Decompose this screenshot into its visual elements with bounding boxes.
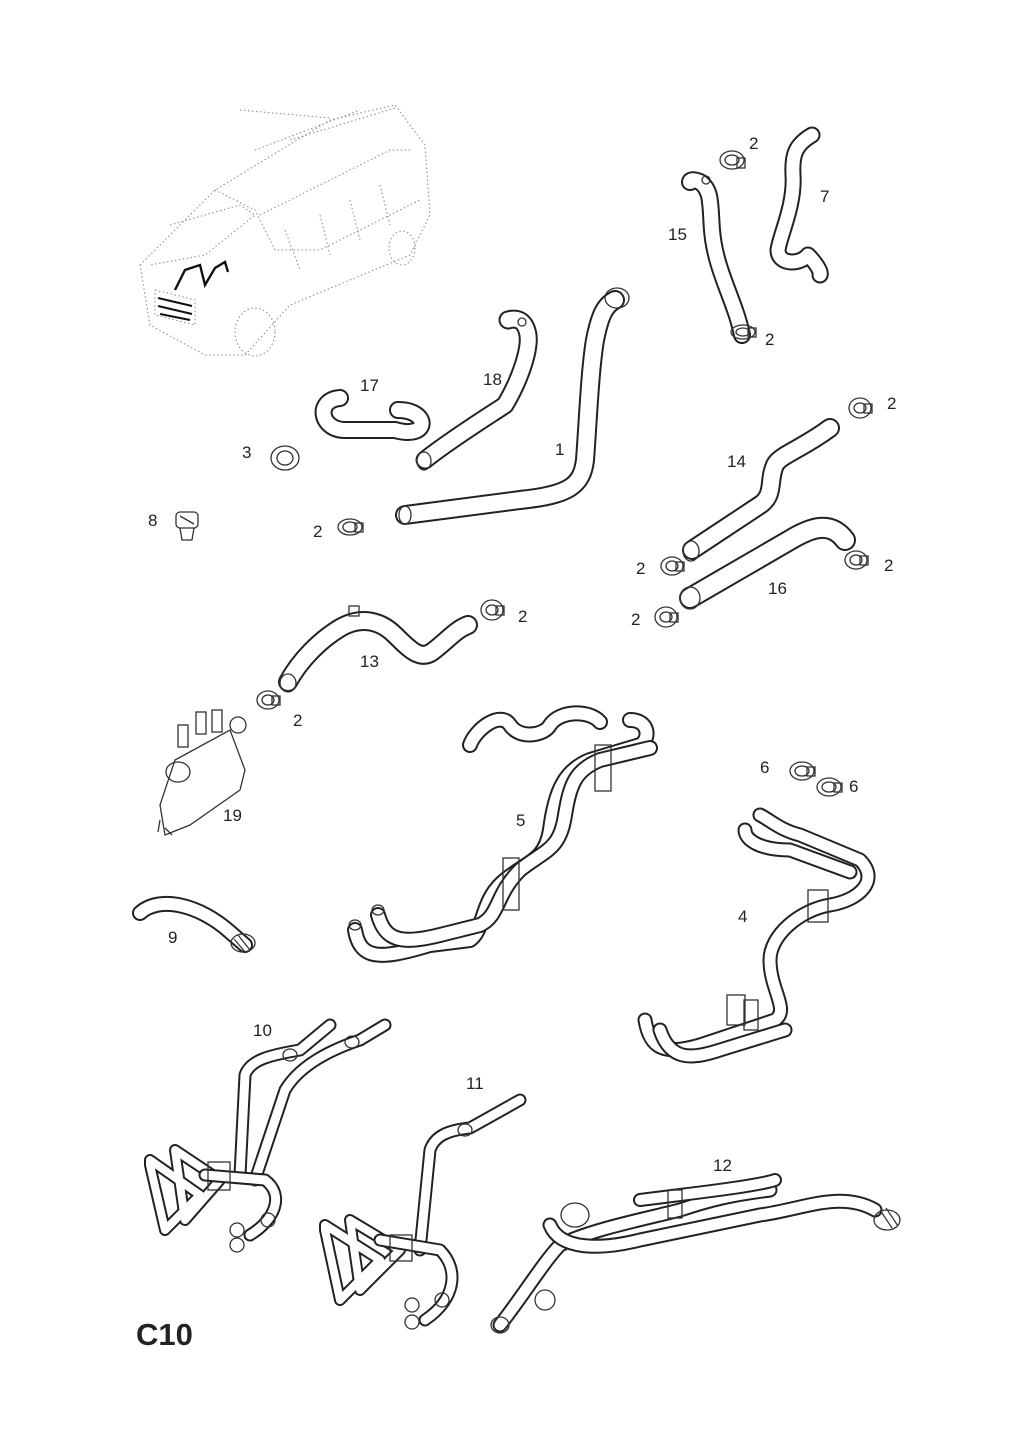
callout-labels: 2 7 15 2 18 17 1 3 8 2 2 14 2 2 16 2 2 1… xyxy=(148,134,896,1175)
callout-6: 6 xyxy=(849,777,858,796)
callout-11: 11 xyxy=(466,1074,484,1093)
callout-5: 5 xyxy=(516,811,525,830)
callout-7: 7 xyxy=(820,187,829,206)
part-4-pipe-assembly xyxy=(637,807,876,1064)
callout-2: 2 xyxy=(765,330,774,349)
callout-2: 2 xyxy=(636,559,645,578)
part-15-hose xyxy=(681,171,751,344)
callout-14: 14 xyxy=(727,452,746,471)
callout-2: 2 xyxy=(293,711,302,730)
callout-4: 4 xyxy=(738,907,747,926)
callout-19: 19 xyxy=(223,806,242,825)
part-18-hose xyxy=(415,309,538,471)
part-9-hose xyxy=(132,895,256,954)
part-8-clip xyxy=(175,511,199,541)
callout-2: 2 xyxy=(518,607,527,626)
callout-8: 8 xyxy=(148,511,157,530)
callout-13: 13 xyxy=(360,652,379,671)
page-code: C10 xyxy=(136,1317,193,1352)
part-13-hose xyxy=(278,605,478,693)
callout-3: 3 xyxy=(242,443,251,462)
callout-10: 10 xyxy=(253,1021,272,1040)
part-12-hose-assembly xyxy=(490,1173,901,1334)
part-16-hose xyxy=(679,516,856,610)
callout-2: 2 xyxy=(887,394,896,413)
callout-9: 9 xyxy=(168,928,177,947)
part-11-pipe-assembly xyxy=(319,1093,527,1330)
callout-2: 2 xyxy=(884,556,893,575)
callout-6: 6 xyxy=(760,758,769,777)
hose-clamp-icon xyxy=(256,150,873,797)
callout-16: 16 xyxy=(768,579,787,598)
part-3-grommet xyxy=(270,445,300,471)
callout-12: 12 xyxy=(713,1156,732,1175)
part-5-pipe-assembly xyxy=(347,705,658,963)
callout-2: 2 xyxy=(313,522,322,541)
callout-2: 2 xyxy=(749,134,758,153)
callout-1: 1 xyxy=(555,440,564,459)
callout-2: 2 xyxy=(631,610,640,629)
part-19-valve xyxy=(157,709,247,836)
callout-17: 17 xyxy=(360,376,379,395)
part-7-hose xyxy=(769,126,829,284)
callout-18: 18 xyxy=(483,370,502,389)
part-1-hose xyxy=(395,287,630,525)
callout-15: 15 xyxy=(668,225,687,244)
part-10-pipe-assembly xyxy=(144,1018,392,1253)
part-14-hose xyxy=(682,418,840,562)
van-location-illustration xyxy=(139,104,431,357)
part-17-hose xyxy=(314,389,431,441)
